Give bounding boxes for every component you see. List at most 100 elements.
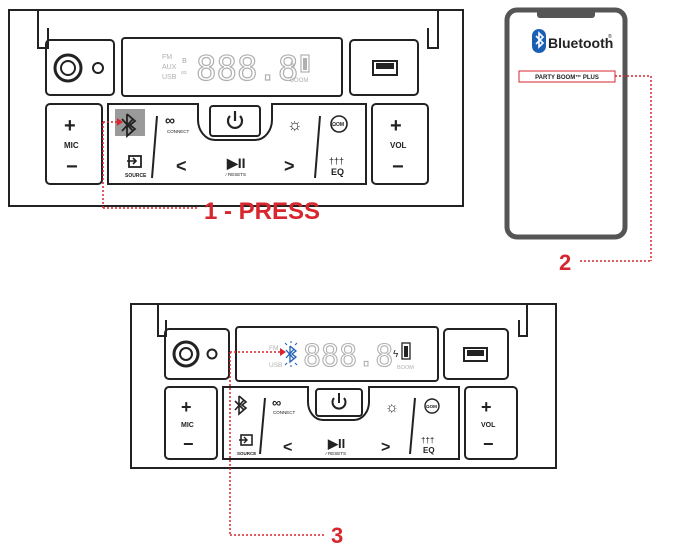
mic-jack-inner bbox=[60, 60, 76, 76]
lcd-aux-label: AUX bbox=[162, 64, 177, 71]
vol-label: VOL bbox=[390, 141, 407, 150]
next-button[interactable]: > bbox=[284, 156, 295, 176]
eq-label-bottom: EQ bbox=[423, 446, 435, 455]
playpause-sublabel-bottom: ⁄ RESETS bbox=[325, 451, 346, 456]
mic-minus-bottom[interactable]: − bbox=[183, 434, 194, 454]
prev-button[interactable]: < bbox=[176, 156, 187, 176]
eq-label: EQ bbox=[331, 167, 344, 177]
lcd-bottom: FM USB 888.8 ϟ BOOM bbox=[269, 338, 414, 374]
mic-plus[interactable]: + bbox=[64, 115, 76, 137]
vol-minus[interactable]: − bbox=[392, 156, 404, 178]
step3-label: 3 bbox=[331, 523, 343, 548]
boom-icon-text-bottom: ΩOM bbox=[426, 404, 437, 409]
speaker-panel-top bbox=[8, 9, 464, 207]
lcd-charge-icon-bottom: ϟ bbox=[393, 349, 399, 360]
divider-left-bottom bbox=[259, 397, 266, 455]
source-label-bottom: SOURCE bbox=[237, 451, 256, 456]
step1-callout: 1 - PRESS bbox=[102, 118, 320, 225]
panel-tab-left-bottom bbox=[157, 304, 167, 337]
boom-icon-text: ΩOM bbox=[332, 122, 344, 128]
power-button[interactable] bbox=[209, 105, 261, 137]
mic-button-group[interactable] bbox=[45, 103, 103, 185]
aux-jack-icon-bottom bbox=[206, 348, 218, 360]
eq-icon-bottom[interactable]: ††† bbox=[421, 436, 434, 445]
panel-tab-left bbox=[37, 10, 49, 49]
control-strip-bottom bbox=[222, 386, 460, 460]
power-icon bbox=[226, 111, 244, 129]
vol-button-group-bottom[interactable] bbox=[464, 386, 518, 460]
lcd-battery-fill-bottom bbox=[404, 346, 408, 357]
lcd-fm-label-bottom: FM bbox=[269, 345, 278, 352]
divider-right-bottom bbox=[409, 397, 416, 455]
usb-port-tongue bbox=[376, 63, 394, 69]
vol-button-group[interactable] bbox=[371, 103, 429, 185]
next-button-bottom[interactable]: > bbox=[381, 439, 390, 456]
connect-icon-bottom[interactable]: ∞ bbox=[272, 395, 281, 410]
prev-button-bottom[interactable]: < bbox=[283, 439, 292, 456]
lcd-boom-label: BOOM bbox=[290, 78, 308, 84]
usb-port-tongue-bottom bbox=[467, 350, 484, 356]
connect-label-bottom: CONNECT bbox=[273, 410, 296, 415]
play-pause-button-bottom[interactable]: ▶II bbox=[327, 436, 345, 451]
source-arrow bbox=[127, 157, 138, 165]
lcd-frame-bottom bbox=[235, 326, 439, 382]
connect-icon[interactable]: ∞ bbox=[165, 112, 175, 128]
lcd-bluetooth-blinking-icon bbox=[284, 341, 298, 367]
lights-icon[interactable]: ☼ bbox=[287, 115, 303, 134]
mic-button-group-bottom[interactable] bbox=[164, 386, 218, 460]
source-label: SOURCE bbox=[125, 173, 147, 179]
mic-jack-icon bbox=[53, 53, 83, 83]
lcd-bluetooth-icon: ʙ bbox=[182, 55, 187, 65]
lcd-usb-label-bottom: USB bbox=[269, 362, 282, 369]
lcd-digits: 888.8 bbox=[196, 49, 298, 89]
step3-arrowhead bbox=[280, 348, 286, 356]
divider-left bbox=[151, 115, 158, 179]
lcd-charge-icon: ϟ bbox=[290, 59, 296, 71]
lcd-frame bbox=[121, 37, 343, 97]
bluetooth-icon-bottom[interactable] bbox=[234, 395, 248, 416]
vol-label-bottom: VOL bbox=[481, 422, 496, 429]
mic-plus-bottom[interactable]: + bbox=[181, 397, 192, 417]
phone-notch bbox=[537, 8, 595, 18]
power-icon-bottom bbox=[331, 393, 347, 410]
boom-icon[interactable] bbox=[330, 115, 348, 133]
play-pause-button[interactable]: ▶II bbox=[226, 155, 246, 171]
jack-housing-bottom bbox=[164, 328, 230, 380]
lights-icon-bottom[interactable]: ☼ bbox=[385, 399, 399, 416]
mic-jack-inner-bottom bbox=[179, 347, 193, 361]
lcd-digits-bottom: 888.8 bbox=[303, 339, 393, 374]
panel-tab-right-bottom bbox=[518, 304, 528, 337]
playpause-sublabel: ⁄ RESETS bbox=[225, 172, 246, 177]
bluetooth-logo-rune bbox=[535, 31, 545, 49]
eq-icon[interactable]: ††† bbox=[329, 156, 344, 166]
jack-housing bbox=[45, 39, 115, 96]
power-button-bottom[interactable] bbox=[315, 388, 363, 417]
usb-housing bbox=[349, 39, 419, 96]
controls-top: + MIC − + VOL − ∞ CONNECT SOURCE < ▶II ⁄… bbox=[64, 109, 407, 179]
usb-housing-bottom bbox=[443, 328, 509, 380]
control-strip bbox=[107, 103, 367, 185]
bluetooth-icon[interactable] bbox=[121, 113, 137, 138]
speaker-panel-bottom bbox=[130, 303, 557, 469]
connect-label: CONNECT bbox=[167, 129, 190, 134]
vol-plus-bottom[interactable]: + bbox=[481, 397, 492, 417]
phone: Bluetooth ® PARTY BOOM™ PLUS bbox=[504, 7, 628, 240]
lcd-connect-icon: ∞ bbox=[181, 68, 187, 77]
aux-jack-icon bbox=[92, 62, 104, 74]
mic-minus[interactable]: − bbox=[66, 156, 78, 178]
vol-minus-bottom[interactable]: − bbox=[483, 434, 494, 454]
panel-frame bbox=[8, 9, 464, 207]
mic-jack-icon-bottom bbox=[172, 340, 200, 368]
mic-label-bottom: MIC bbox=[181, 422, 194, 429]
step2-callout: 2 bbox=[559, 75, 652, 275]
step3-callout: 3 bbox=[229, 348, 343, 548]
bluetooth-registered: ® bbox=[608, 33, 612, 40]
divider-right bbox=[314, 115, 321, 179]
lcd-fm-label: FM bbox=[162, 54, 172, 61]
boom-icon-bottom[interactable] bbox=[424, 398, 440, 414]
device-name[interactable]: PARTY BOOM™ PLUS bbox=[535, 74, 599, 81]
step2-label: 2 bbox=[559, 250, 571, 275]
lcd-boom-label-bottom: BOOM bbox=[397, 365, 414, 371]
vol-plus[interactable]: + bbox=[390, 115, 402, 137]
